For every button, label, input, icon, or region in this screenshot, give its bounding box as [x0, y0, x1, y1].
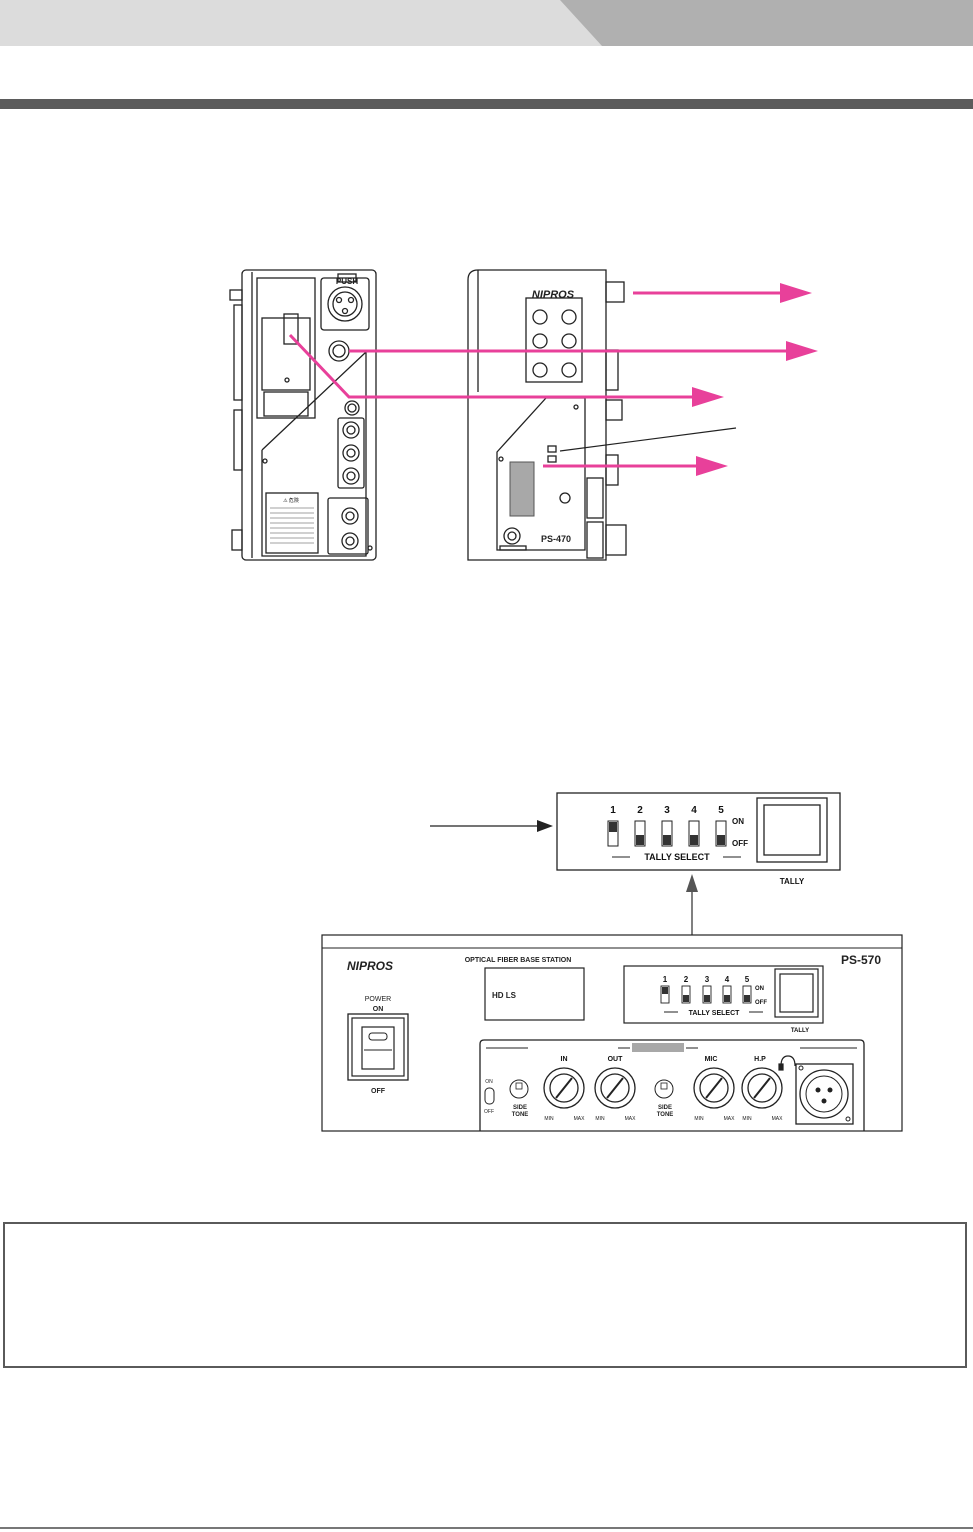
side-tone-2-top: SIDE	[658, 1105, 672, 1111]
out-min: MIN	[595, 1116, 605, 1122]
station-title: OPTICAL FIBER BASE STATION	[465, 957, 572, 964]
ps570-tally-select-label: TALLY SELECT	[689, 1010, 741, 1017]
ps570-tally-num-5: 5	[745, 975, 750, 984]
ps570-tally-num-1: 1	[663, 975, 668, 984]
dip-switch-4[interactable]	[688, 820, 700, 847]
callout-arrows	[288, 291, 790, 468]
ps570-tally-lamp-label: TALLY	[791, 1028, 809, 1034]
in-max: MAX	[574, 1116, 586, 1122]
ps570-tally-num-2: 2	[684, 975, 689, 984]
tally-num-5: 5	[718, 805, 724, 816]
tally-lamp-label: TALLY	[780, 877, 805, 886]
tally-num-3: 3	[664, 805, 670, 816]
mic-max: MAX	[724, 1116, 736, 1122]
intercom-toggle-on: ON	[485, 1079, 493, 1085]
header-band	[0, 0, 973, 46]
push-label: PUSH	[336, 277, 358, 286]
out-max: MAX	[625, 1116, 637, 1122]
tally-num-1: 1	[610, 805, 616, 816]
ps570-tally-num-4: 4	[725, 975, 730, 984]
ps570-off-label: OFF	[755, 1000, 767, 1006]
title-rule	[0, 99, 973, 109]
side-tone-2-bottom: TONE	[657, 1112, 674, 1118]
hp-min: MIN	[742, 1116, 752, 1122]
dip-switch-3[interactable]	[661, 820, 673, 847]
in-min: MIN	[544, 1116, 554, 1122]
power-on-label: ON	[373, 1006, 384, 1013]
ps570-tally-num-3: 3	[705, 975, 710, 984]
dip-switch-2[interactable]	[634, 820, 646, 847]
headphone-icon	[778, 1055, 796, 1071]
dip-switch-5[interactable]	[715, 820, 727, 847]
intercom-toggle-off: OFF	[484, 1109, 494, 1115]
side-tone-1-bottom: TONE	[512, 1112, 529, 1118]
ps470-model: PS-470	[541, 534, 571, 544]
mic-min: MIN	[694, 1116, 704, 1122]
knob-mic-label: MIC	[705, 1056, 718, 1063]
ps570-on-label: ON	[755, 986, 764, 992]
tally-select-panel: 1 2 3 4 5 ON OFF TALLY SELECT TALLY	[430, 792, 841, 890]
hp-max: MAX	[772, 1116, 784, 1122]
ps470-caution-label: ⚠ 危険	[283, 497, 299, 504]
ps570-brand: NIPROS	[347, 959, 393, 973]
tally-num-4: 4	[691, 805, 697, 816]
tally-on-label: ON	[732, 817, 744, 826]
intercom-toggle[interactable]	[484, 1087, 495, 1105]
side-tone-1-top: SIDE	[513, 1105, 527, 1111]
knob-out-label: OUT	[608, 1056, 624, 1063]
ps570-model: PS-570	[841, 953, 881, 967]
knob-in-label: IN	[561, 1056, 568, 1063]
ps470-brand: NIPROS	[532, 289, 575, 301]
display-text: HD LS	[492, 991, 517, 1000]
display-window	[484, 967, 585, 1021]
power-label: POWER	[365, 996, 391, 1003]
knob-hp-label: H.P	[754, 1056, 766, 1063]
notice-box	[3, 1222, 967, 1368]
ps470-figure: PUSH NIPROS PS-470 ⚠ 危険	[229, 269, 818, 561]
power-off-label: OFF	[371, 1088, 386, 1095]
footer-rule	[0, 1527, 973, 1529]
tally-select-label: TALLY SELECT	[644, 852, 710, 862]
dip-switch-1[interactable]	[607, 820, 619, 847]
tally-num-2: 2	[637, 805, 643, 816]
tally-off-label: OFF	[732, 839, 748, 848]
ps570-panel: NIPROS OPTICAL FIBER BASE STATION PS-570…	[321, 874, 903, 1132]
